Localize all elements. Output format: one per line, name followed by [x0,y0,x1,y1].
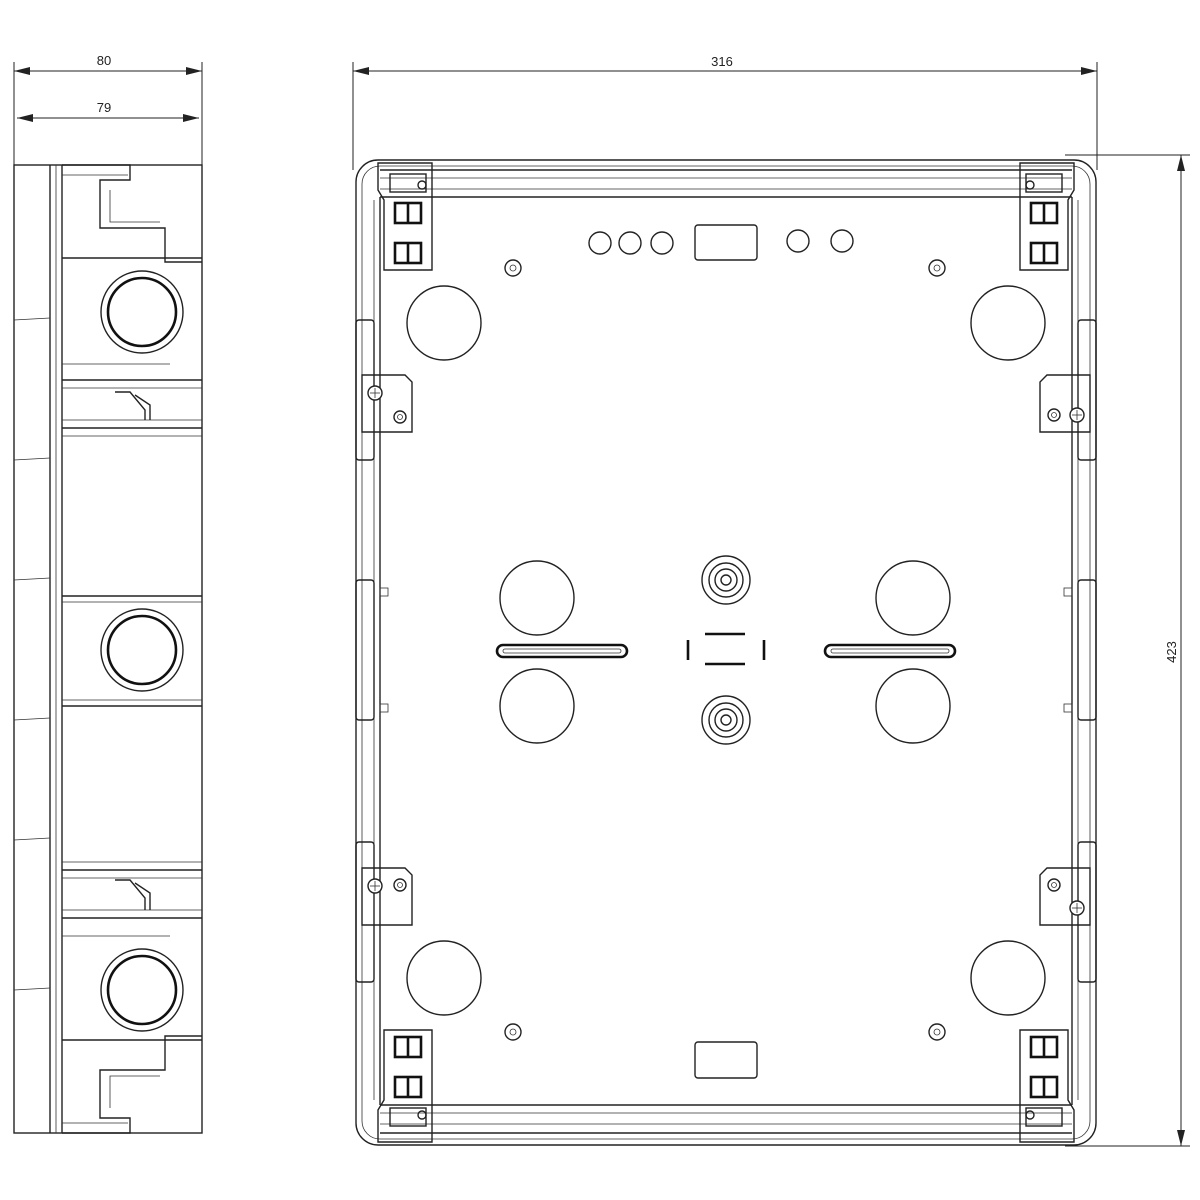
dimension-79: 79 [17,100,199,122]
side-view: 80 79 [13,53,203,1134]
knockouts-middle [499,560,951,744]
mount-block-left-lower [361,867,413,926]
bottom-window [694,1041,758,1079]
mount-block-left-upper [361,374,413,433]
corner-bracket-bottom-left [377,1029,433,1143]
corner-bracket-top-right [1019,162,1075,271]
side-knockout-bottom [100,948,184,1032]
center-mounts [701,555,751,745]
dim-label-316: 316 [711,54,733,69]
mount-block-right-upper [1039,374,1091,433]
dim-label-80: 80 [97,53,111,68]
hinge-tabs [355,319,1097,983]
center-marking [686,632,766,666]
knockouts-corner [406,285,1046,1016]
top-indicators [588,224,854,261]
side-knockout-top [100,270,184,354]
front-view: 316 423 [352,54,1190,1147]
dimension-316: 316 [352,54,1098,170]
corner-bracket-bottom-right [1019,1029,1075,1143]
side-rail-lower [62,861,202,937]
dimension-80: 80 [13,53,203,170]
side-knockout-middle [100,608,184,692]
center-slots [495,643,957,659]
mount-block-right-lower [1039,867,1091,926]
dim-label-79: 79 [97,100,111,115]
fixing-screws [504,259,946,1041]
dimension-423: 423 [1065,154,1190,1147]
side-rail-upper [62,363,202,437]
dim-label-423: 423 [1164,641,1179,663]
corner-bracket-top-left [377,162,433,271]
